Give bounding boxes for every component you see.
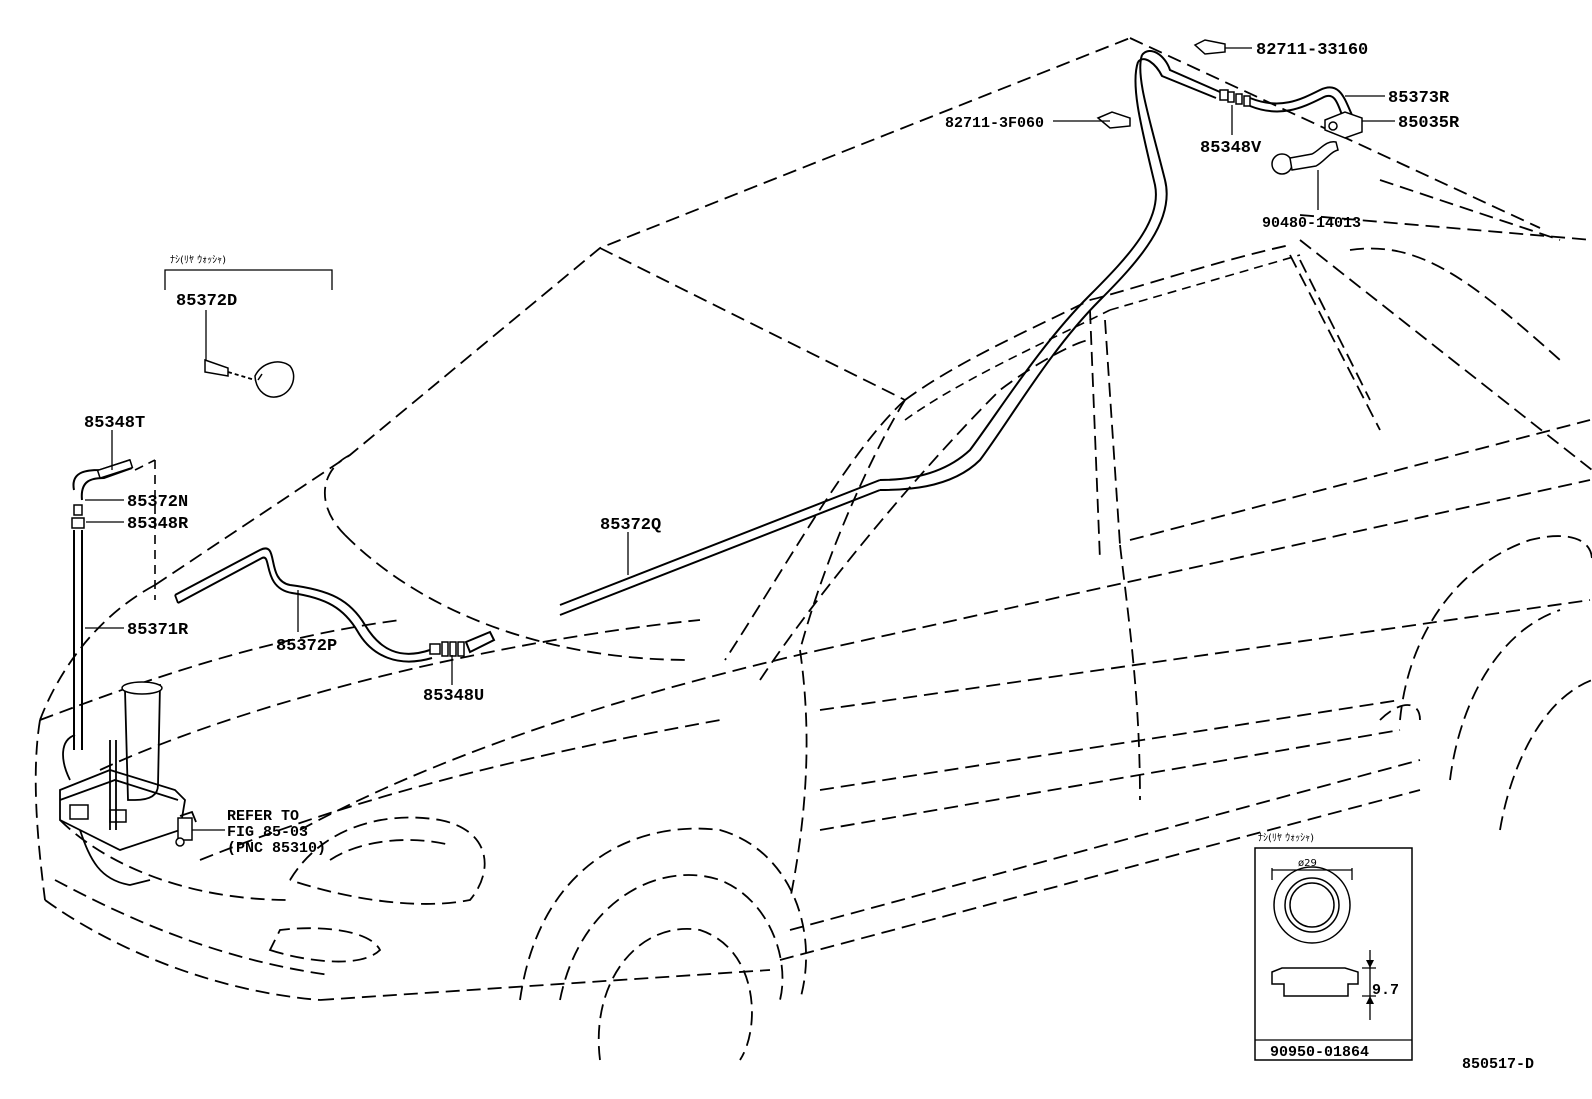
note-top-group: ﾅｼ(ﾘﾔ ｳｫｯｼｬ) bbox=[170, 254, 226, 266]
label-85373R: 85373R bbox=[1388, 89, 1450, 108]
label-85348T: 85348T bbox=[84, 414, 145, 433]
label-85371R: 85371R bbox=[127, 621, 189, 640]
washer-hose-85371R bbox=[71, 458, 134, 750]
rear-washer-hose bbox=[559, 50, 1353, 616]
label-85348R: 85348R bbox=[127, 515, 189, 534]
leader-lines bbox=[85, 47, 1395, 831]
inset-title: ﾅｼ(ﾘﾔ ｳｫｯｼｬ) bbox=[1258, 832, 1314, 844]
inset-diameter: ø29 bbox=[1298, 858, 1317, 869]
refer-line-3: (PNC 85310) bbox=[227, 840, 326, 857]
figure-id: 850517-D bbox=[1462, 1056, 1534, 1073]
washer-tank bbox=[59, 681, 197, 886]
part-90480-14013-joint bbox=[1271, 141, 1339, 175]
car-body-outline bbox=[34, 37, 1592, 1061]
part-85035R-nozzle bbox=[1324, 111, 1363, 139]
inset-height: 9.7 bbox=[1372, 982, 1399, 999]
refer-line-2: FIG 85-03 bbox=[227, 824, 308, 841]
part-82711-3F060-clip bbox=[1096, 111, 1131, 129]
inset-box bbox=[1254, 847, 1413, 1061]
label-85372N: 85372N bbox=[127, 493, 188, 512]
label-85035R: 85035R bbox=[1398, 114, 1460, 133]
label-82711-3F060: 82711-3F060 bbox=[945, 115, 1044, 132]
refer-line-1: REFER TO bbox=[227, 808, 299, 825]
front-washer-hose bbox=[174, 547, 496, 663]
label-85348V: 85348V bbox=[1200, 139, 1262, 158]
part-85372D-grommet bbox=[204, 358, 295, 398]
part-85348V-connector bbox=[1219, 89, 1251, 107]
label-85372Q: 85372Q bbox=[600, 516, 661, 535]
label-82711-33160: 82711-33160 bbox=[1256, 41, 1368, 60]
label-85348U: 85348U bbox=[423, 687, 484, 706]
group-box-top bbox=[134, 459, 156, 471]
label-85372D: 85372D bbox=[176, 292, 237, 311]
label-85372P: 85372P bbox=[276, 637, 337, 656]
label-90950-01864: 90950-01864 bbox=[1270, 1044, 1369, 1061]
part-82711-33160-clip bbox=[1193, 39, 1226, 55]
label-90480-14013: 90480-14013 bbox=[1262, 215, 1361, 232]
